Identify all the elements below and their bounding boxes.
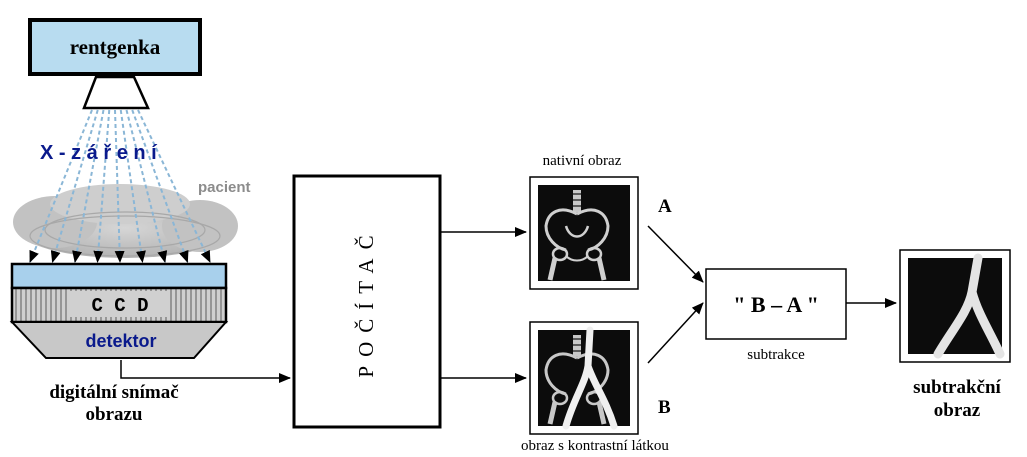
xray-beam xyxy=(50,109,99,263)
tube-window xyxy=(82,75,150,110)
pelvis-bones-native xyxy=(544,190,610,281)
contrast-image xyxy=(529,321,639,435)
xray-beam xyxy=(137,109,211,263)
xray-beam xyxy=(93,109,111,263)
xray-tube-label: rentgenka xyxy=(70,35,161,59)
xray-tube: rentgenka xyxy=(28,18,202,110)
detector-housing xyxy=(9,321,229,359)
xray-beam xyxy=(119,109,146,263)
subtracted-vessels xyxy=(933,253,1005,359)
xray-tube-box xyxy=(28,18,202,76)
xray-beam xyxy=(114,109,125,263)
xray-beam xyxy=(72,109,105,263)
contrast-image-letter: B xyxy=(658,397,671,418)
native-image xyxy=(529,176,639,290)
subtraction-box: " B – A " xyxy=(705,268,847,340)
patient-body xyxy=(13,184,238,258)
scintillator-layer xyxy=(10,262,228,290)
subtraction-caption: subtrakce xyxy=(747,347,805,363)
contrast-image-caption: obraz s kontrastní látkou xyxy=(521,438,669,454)
arrow-detector-to-computer xyxy=(120,360,291,383)
computer-frame xyxy=(292,174,442,429)
xray-beams xyxy=(29,109,211,263)
ccd-label: C C D xyxy=(91,295,148,317)
result-label-line1: subtrakční xyxy=(913,377,1001,398)
digital-sensor-label-line2: obrazu xyxy=(86,404,143,425)
computer-label: POČÍTAČ xyxy=(354,226,378,377)
digital-sensor-label-line1: digitální snímač xyxy=(49,382,178,403)
arrow-contrast-to-subtraction xyxy=(647,302,704,364)
xray-beam xyxy=(29,109,93,263)
result-label-line2: obraz xyxy=(934,400,981,421)
xray-beam xyxy=(125,109,168,263)
computer-box: POČÍTAČ xyxy=(292,174,442,429)
patient-label: pacient xyxy=(198,179,251,196)
native-image-caption: nativní obraz xyxy=(543,153,622,169)
contrast-vessels xyxy=(562,326,618,430)
detector: C C D detektor xyxy=(9,262,229,359)
result-image xyxy=(899,249,1011,363)
ccd-label-bg xyxy=(70,291,170,317)
xray-beam xyxy=(131,109,189,263)
subtraction-formula: " B – A " xyxy=(733,292,819,317)
native-image-letter: A xyxy=(658,196,672,217)
radiation-label: X - z á ř e n í xyxy=(40,142,158,164)
detector-label: detektor xyxy=(85,331,156,351)
arrow-native-to-subtraction xyxy=(647,225,704,283)
